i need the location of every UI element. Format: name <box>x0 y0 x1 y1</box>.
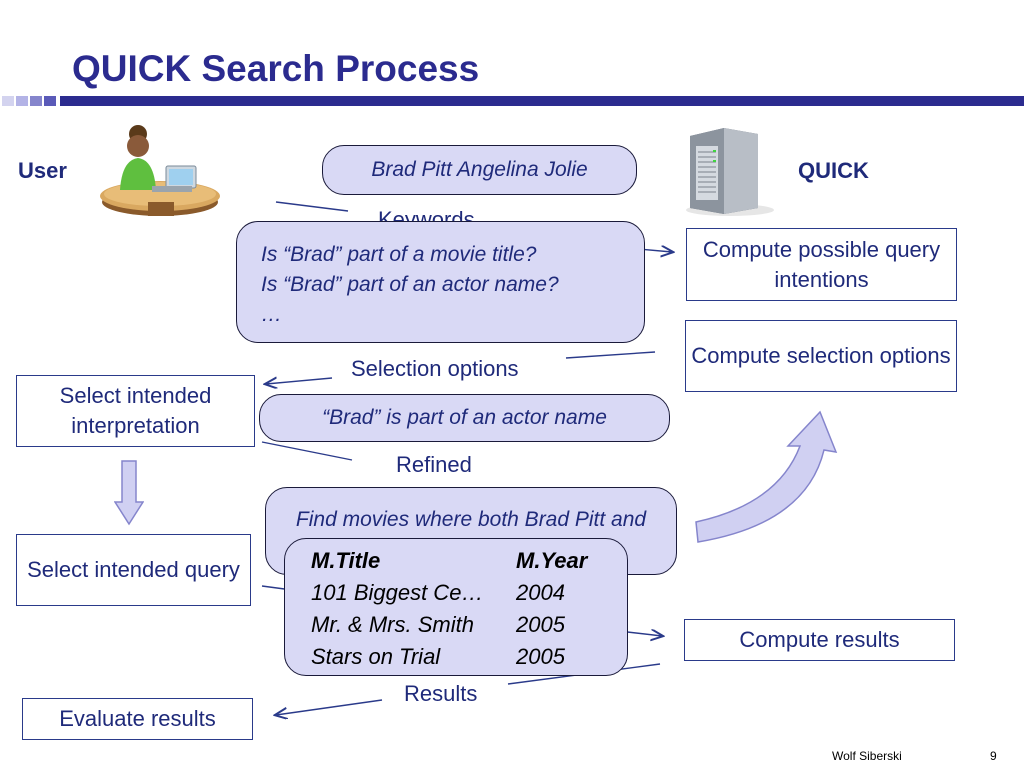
table-header-row: M.Title M.Year <box>311 545 587 577</box>
query-bubble: Brad Pitt Angelina Jolie <box>322 145 637 195</box>
title-decor-square <box>30 96 42 106</box>
table-cell: 2005 <box>516 644 565 669</box>
select-interpretation-text: Select intended interpretation <box>59 383 212 438</box>
evaluate-results-box: Evaluate results <box>22 698 253 740</box>
compute-results-box: Compute results <box>684 619 955 661</box>
compute-results-text: Compute results <box>739 627 900 652</box>
refined-label: Refined <box>396 452 472 477</box>
query-text: Brad Pitt Angelina Jolie <box>371 158 588 181</box>
user-label: User <box>18 158 67 183</box>
footer-author: Wolf Siberski <box>832 749 902 763</box>
select-query-box: Select intended query <box>16 534 251 606</box>
results-label: Results <box>404 681 478 706</box>
table-cell: Stars on Trial <box>311 644 441 669</box>
selection-options-label: Selection options <box>351 356 519 381</box>
table-row: 101 Biggest Ce… 2004 <box>311 577 587 609</box>
select-interpretation-box: Select intended interpretation <box>16 375 255 447</box>
table-row: Stars on Trial 2005 <box>311 641 587 673</box>
results-table: M.Title M.Year 101 Biggest Ce… 2004 Mr. … <box>311 545 587 673</box>
compute-selection-text: Compute selection options <box>691 343 951 368</box>
table-cell: 101 Biggest Ce… <box>311 580 484 605</box>
table-cell: 2005 <box>516 612 565 637</box>
table-cell: 2004 <box>516 580 565 605</box>
evaluate-results-text: Evaluate results <box>59 706 216 731</box>
question-line: Is “Brad” part of a movie title? <box>261 243 537 266</box>
table-cell: Mr. & Mrs. Smith <box>311 612 474 637</box>
selection-text: “Brad” is part of an actor name <box>322 406 607 429</box>
table-row: Mr. & Mrs. Smith 2005 <box>311 609 587 641</box>
table-header: M.Year <box>516 548 588 573</box>
slide-title: QUICK Search Process <box>72 48 480 89</box>
results-table-bubble: M.Title M.Year 101 Biggest Ce… 2004 Mr. … <box>284 538 628 676</box>
selection-bubble: “Brad” is part of an actor name <box>259 394 670 442</box>
compute-selection-box: Compute selection options <box>685 320 957 392</box>
title-decor-square <box>16 96 28 106</box>
select-query-text: Select intended query <box>27 557 240 582</box>
questions-bubble: Is “Brad” part of a movie title? Is “Bra… <box>236 221 645 343</box>
title-rule <box>60 96 1024 106</box>
question-line: … <box>261 303 282 326</box>
down-arrow-icon <box>114 460 144 526</box>
compute-intentions-text: Compute possible query intentions <box>702 236 941 292</box>
curved-up-arrow-icon <box>695 410 838 543</box>
server-icon <box>686 128 774 216</box>
title-decor-square <box>44 96 56 106</box>
question-line: Is “Brad” part of an actor name? <box>261 273 559 296</box>
page-number: 9 <box>990 749 997 763</box>
user-at-computer-icon <box>100 125 220 216</box>
quick-label: QUICK <box>798 158 869 183</box>
table-header: M.Title <box>311 548 381 573</box>
title-decor-square <box>2 96 14 106</box>
compute-intentions-box: Compute possible query intentions <box>686 228 957 301</box>
